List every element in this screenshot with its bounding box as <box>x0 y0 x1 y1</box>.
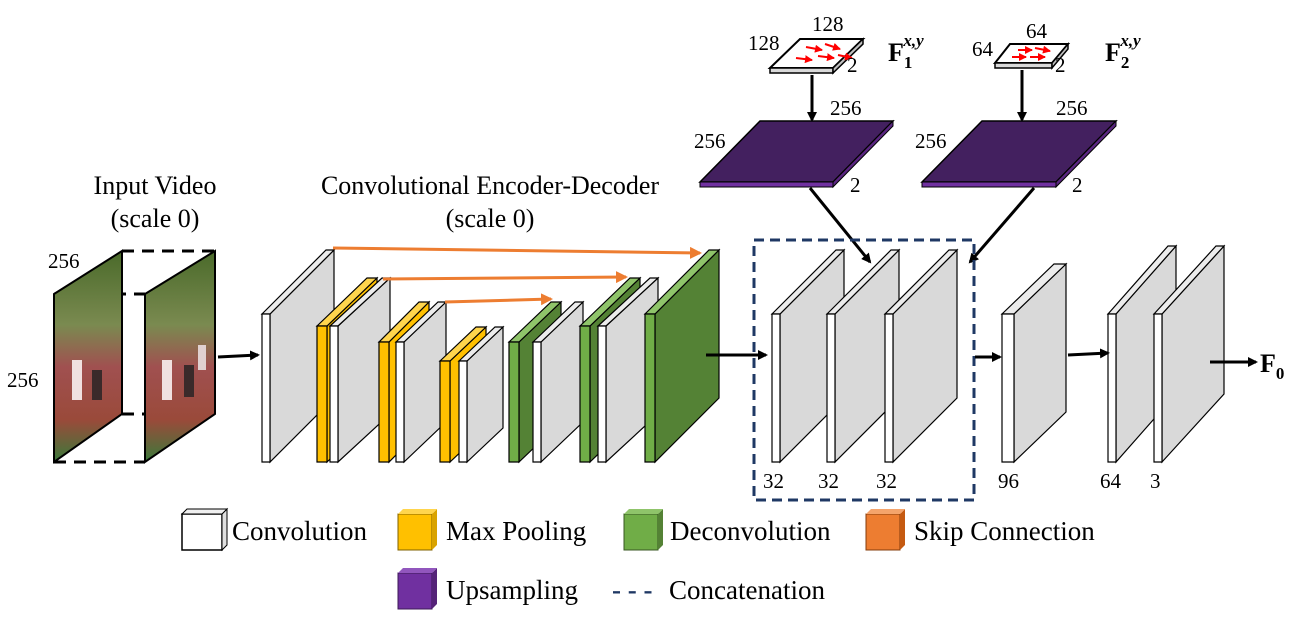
concat-layers <box>770 248 959 464</box>
upsampling-block-1: 256 256 2 <box>694 96 895 264</box>
output-label: F0 <box>1260 349 1284 383</box>
up1-top: 256 <box>830 96 862 120</box>
post-channel-labels: 96 64 3 <box>998 469 1161 493</box>
legend-max-pooling: Max Pooling <box>397 509 586 551</box>
up1-left: 256 <box>694 129 726 153</box>
conv-layer-3 <box>1152 244 1226 464</box>
flow2-left: 64 <box>972 37 994 61</box>
post-channel-2: 64 <box>1100 469 1122 493</box>
legend-convolution-label: Convolution <box>232 516 368 546</box>
concat-channel-2: 32 <box>818 469 839 493</box>
legend-upsampling-label: Upsampling <box>446 575 578 605</box>
video-people <box>72 345 206 400</box>
legend-skip-connection-label: Skip Connection <box>914 516 1095 546</box>
input-dim-w: 256 <box>7 368 39 392</box>
flow-arrows-1 <box>795 42 853 64</box>
post-layers <box>1000 244 1226 464</box>
arrow-up2-to-concat <box>968 187 1036 264</box>
arrow-input-to-encoder <box>217 350 260 361</box>
skip-connection-inner <box>444 293 553 306</box>
conv-layer-5 <box>531 300 585 464</box>
flow-arrows-2 <box>1012 45 1051 61</box>
up1-depth: 2 <box>850 173 861 197</box>
flow1-top: 128 <box>812 12 844 36</box>
legend: Convolution Max Pooling Deconvolution Sk… <box>180 507 1095 610</box>
up2-left: 256 <box>915 129 947 153</box>
input-title: Input Video <box>94 171 217 200</box>
up2-depth: 2 <box>1072 173 1083 197</box>
conv-layer-3 <box>394 300 448 464</box>
arrow-conv-to-final <box>1067 348 1110 359</box>
input-dim-h: 256 <box>48 249 80 273</box>
input-scale: (scale 0) <box>111 204 200 233</box>
conv-layer-4 <box>457 325 505 464</box>
post-channel-1: 96 <box>998 469 1019 493</box>
legend-concatenation-label: Concatenation <box>669 575 825 605</box>
arrow-up1-to-concat <box>808 187 872 264</box>
input-video: Input Video (scale 0) 256 256 <box>7 171 260 464</box>
encoder-title: Convolutional Encoder-Decoder <box>321 171 659 200</box>
flow2-depth: 2 <box>1055 53 1066 77</box>
legend-upsampling: Upsampling <box>397 568 578 610</box>
flow1-depth: 2 <box>847 53 858 77</box>
legend-max-pooling-label: Max Pooling <box>446 516 586 546</box>
legend-convolution: Convolution <box>180 507 368 552</box>
concat-channel-labels: 32 32 32 <box>763 469 897 493</box>
flow-input-1: 128 128 2 F1x,y <box>748 12 924 122</box>
up2-top: 256 <box>1056 96 1088 120</box>
concat-layer-3 <box>883 248 959 464</box>
upsampling-block-2: 256 256 2 <box>915 96 1118 264</box>
flow1-name: F1x,y <box>888 31 924 72</box>
concat-channel-3: 32 <box>876 469 897 493</box>
legend-deconvolution: Deconvolution <box>623 509 831 551</box>
flow2-name: F2x,y <box>1105 31 1141 72</box>
legend-deconvolution-label: Deconvolution <box>670 516 831 546</box>
video-frame-front <box>144 249 216 464</box>
flow2-top: 64 <box>1026 19 1048 43</box>
post-channel-3: 3 <box>1150 469 1161 493</box>
concat-channel-1: 32 <box>763 469 784 493</box>
skip-connections <box>332 246 702 306</box>
encoder-scale: (scale 0) <box>446 204 535 233</box>
encoder-decoder-layers <box>260 248 721 464</box>
flow1-left: 128 <box>748 31 780 55</box>
skip-connection-outer <box>332 246 702 259</box>
skip-connection-middle <box>382 271 628 284</box>
legend-concatenation-dash: - - - <box>612 575 652 605</box>
deconv-layer-3 <box>643 248 721 464</box>
legend-concatenation: - - - Concatenation <box>612 575 825 605</box>
conv-layer-96 <box>1000 262 1068 464</box>
legend-skip-connection: Skip Connection <box>865 509 1095 551</box>
flow-input-2: 64 64 2 F2x,y <box>972 19 1141 122</box>
concat-layer-2 <box>825 248 901 464</box>
video-frame-back <box>53 249 123 464</box>
